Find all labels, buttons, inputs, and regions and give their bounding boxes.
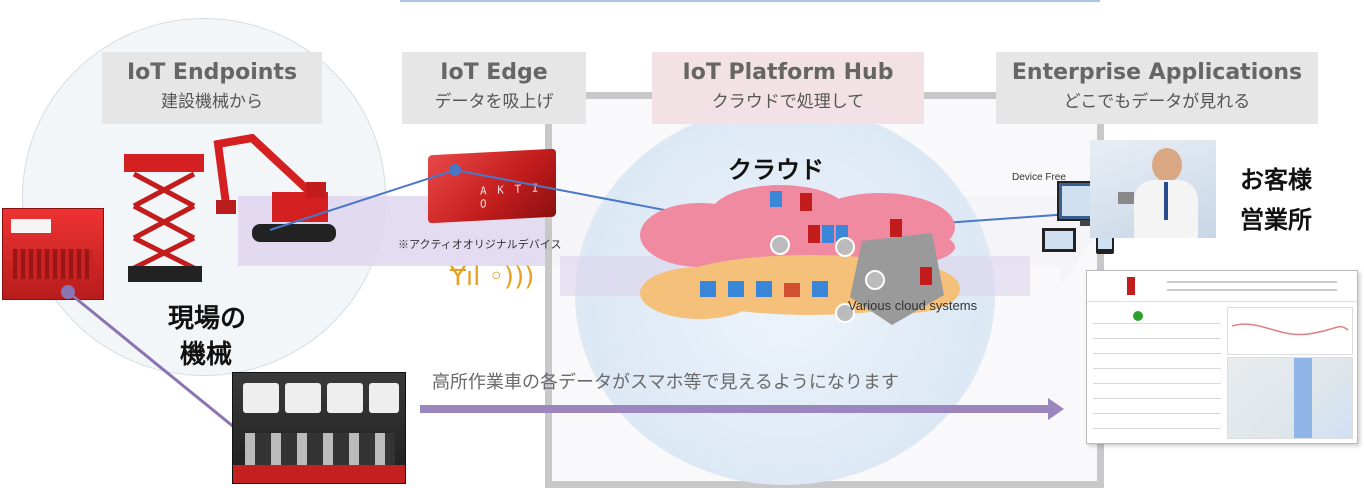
genba-label-line1: 現場の xyxy=(168,304,247,334)
cloud-label: クラウド xyxy=(728,156,824,184)
header-platform-title: IoT Platform Hub xyxy=(682,60,894,85)
header-endpoints: IoT Endpoints 建設機械から xyxy=(102,52,322,124)
top-divider xyxy=(400,0,1100,2)
businessman-photo xyxy=(1090,140,1216,238)
original-device-label: ※アクティオオリジナルデバイス xyxy=(398,239,562,251)
header-enterprise: Enterprise Applications どこでもデータが見れる xyxy=(996,52,1318,124)
wireless-signal-icon: Ɏıl ◦))) xyxy=(450,262,535,292)
customer-label-line1: お客様 xyxy=(1240,166,1312,194)
cloud-shape xyxy=(640,185,960,325)
header-enterprise-title: Enterprise Applications xyxy=(1011,60,1303,85)
header-edge-title: IoT Edge xyxy=(440,60,548,85)
header-endpoints-title: IoT Endpoints xyxy=(126,60,298,85)
excavator-image xyxy=(213,134,336,242)
control-panel-image xyxy=(232,372,406,484)
dashboard-screenshot xyxy=(1086,270,1358,444)
header-platform-sub: クラウドで処理して xyxy=(711,92,865,112)
header-edge: IoT Edge データを吸上げ xyxy=(402,52,586,124)
device-free-label: Device Free xyxy=(1012,172,1066,183)
generator-image xyxy=(2,208,104,300)
header-endpoints-sub: 建設機械から xyxy=(161,92,263,112)
header-enterprise-sub: どこでもデータが見れる xyxy=(1063,92,1251,112)
scissor-lift-image xyxy=(124,154,204,282)
genba-label-line2: 機械 xyxy=(180,340,233,370)
header-edge-sub: データを吸上げ xyxy=(434,92,554,112)
various-cloud-label: Various cloud systems xyxy=(848,298,978,313)
flow-caption: 高所作業車の各データがスマホ等で見えるようになります xyxy=(432,372,899,393)
header-platform: IoT Platform Hub クラウドで処理して xyxy=(652,52,924,124)
customer-label-line2: 営業所 xyxy=(1240,206,1312,234)
